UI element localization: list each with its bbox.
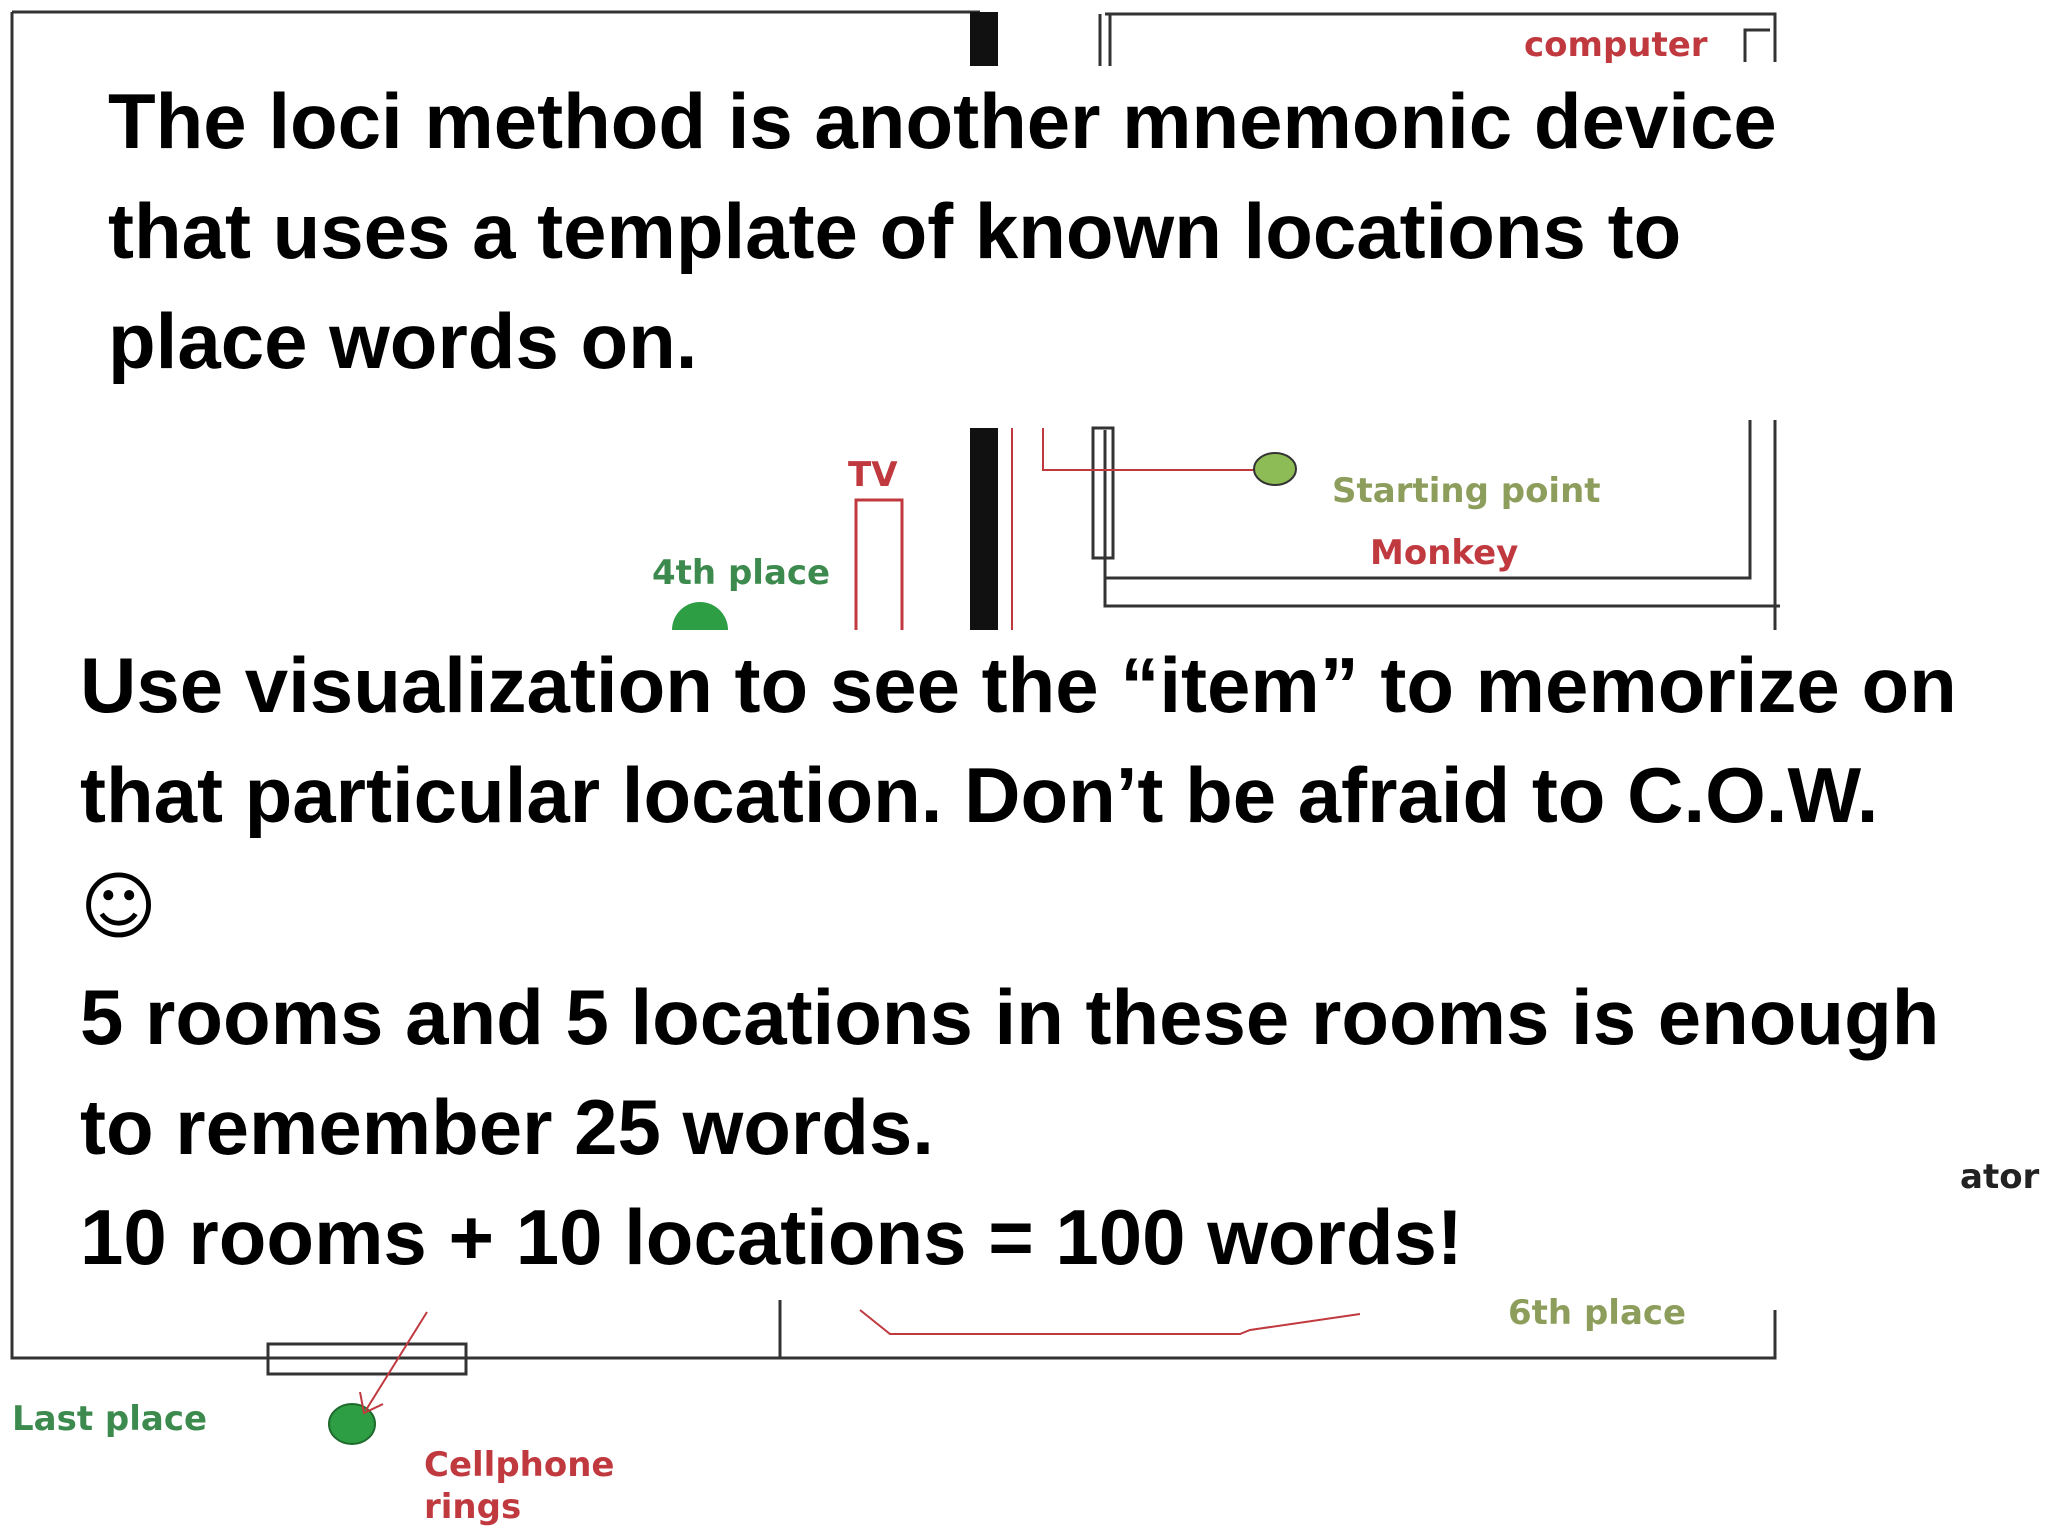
monkey-label: Monkey: [1370, 533, 1519, 573]
tv-stand: [854, 498, 904, 630]
sixth-place-label: 6th place: [1508, 1293, 1687, 1333]
instructions-text-box: Use visualization to see the “item” to m…: [80, 630, 1960, 1295]
rooms-25-paragraph: 5 rooms and 5 locations in these rooms i…: [80, 973, 1940, 1171]
bottom-room-wall: [778, 1300, 1777, 1360]
fourth-place-label: 4th place: [652, 553, 831, 593]
intro-paragraph: The loci method is another mnemonic devi…: [108, 77, 1777, 385]
starting-point-marker: [1253, 452, 1297, 486]
cellphone-label-line1: Cellphone: [424, 1445, 615, 1485]
fourth-place-marker: [672, 602, 728, 630]
starting-point-label: Starting point: [1332, 471, 1601, 511]
wall-thick-middle: [970, 428, 998, 633]
wall-thick-top: [970, 12, 998, 68]
cellphone-label-line2: rings: [424, 1487, 522, 1527]
tv-label: TV: [848, 455, 898, 495]
red-path-start: [1042, 428, 1268, 471]
red-path-bottom: [859, 1309, 1361, 1335]
rooms-100-paragraph: 10 rooms + 10 locations = 100 words!: [80, 1193, 1463, 1281]
floor-plan-walls: [10, 10, 1780, 1376]
refrigerator-label-partial: ator: [1960, 1157, 2040, 1197]
computer-desk: [1743, 28, 1770, 62]
bottom-doorway: [266, 1342, 468, 1376]
visualization-text: Use visualization to see the “item” to m…: [80, 641, 1957, 839]
last-place-arrow: [359, 1311, 428, 1415]
doorframe-top: [1098, 14, 1112, 70]
door-panel: [1091, 426, 1115, 560]
room-wall-top-right: [1105, 12, 1777, 62]
inner-room-wall: [1103, 420, 1780, 630]
visualization-paragraph: Use visualization to see the “item” to m…: [80, 630, 1960, 962]
outer-wall-left: [10, 12, 780, 1360]
smiley-icon: ☺: [80, 864, 158, 950]
computer-label: computer: [1524, 25, 1708, 65]
last-place-label: Last place: [12, 1399, 208, 1439]
intro-text-box: The loci method is another mnemonic devi…: [96, 66, 1876, 404]
